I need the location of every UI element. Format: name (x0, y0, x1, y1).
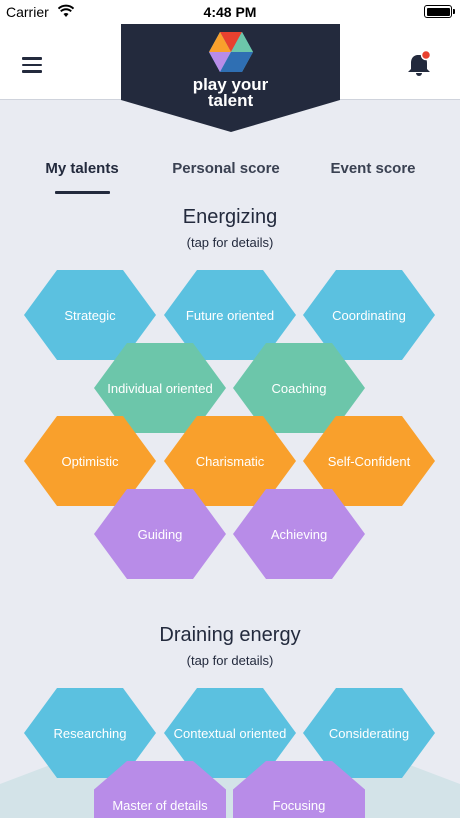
section-subtitle-draining: (tap for details) (186, 653, 274, 668)
tab-bar: My talents Personal score Event score (0, 160, 460, 196)
battery-icon (424, 5, 455, 18)
section-title-draining: Draining energy (159, 624, 301, 646)
bell-icon[interactable] (404, 49, 434, 79)
tab-personal-score[interactable]: Personal score (172, 160, 280, 177)
menu-icon[interactable] (22, 57, 42, 73)
wifi-icon (58, 4, 74, 17)
brand-banner: play your talent (121, 24, 340, 132)
tab-my-talents[interactable]: My talents (45, 160, 119, 177)
section-title-energizing: Energizing (182, 206, 278, 228)
status-bar: Carrier 4:48 PM (0, 0, 460, 24)
brand-name: play your talent (192, 75, 269, 110)
logo-icon (209, 32, 253, 72)
active-tab-indicator (55, 191, 110, 194)
carrier-label: Carrier (6, 4, 49, 20)
tab-event-score[interactable]: Event score (330, 160, 416, 177)
section-subtitle-energizing: (tap for details) (186, 235, 274, 250)
status-time: 4:48 PM (203, 4, 257, 20)
